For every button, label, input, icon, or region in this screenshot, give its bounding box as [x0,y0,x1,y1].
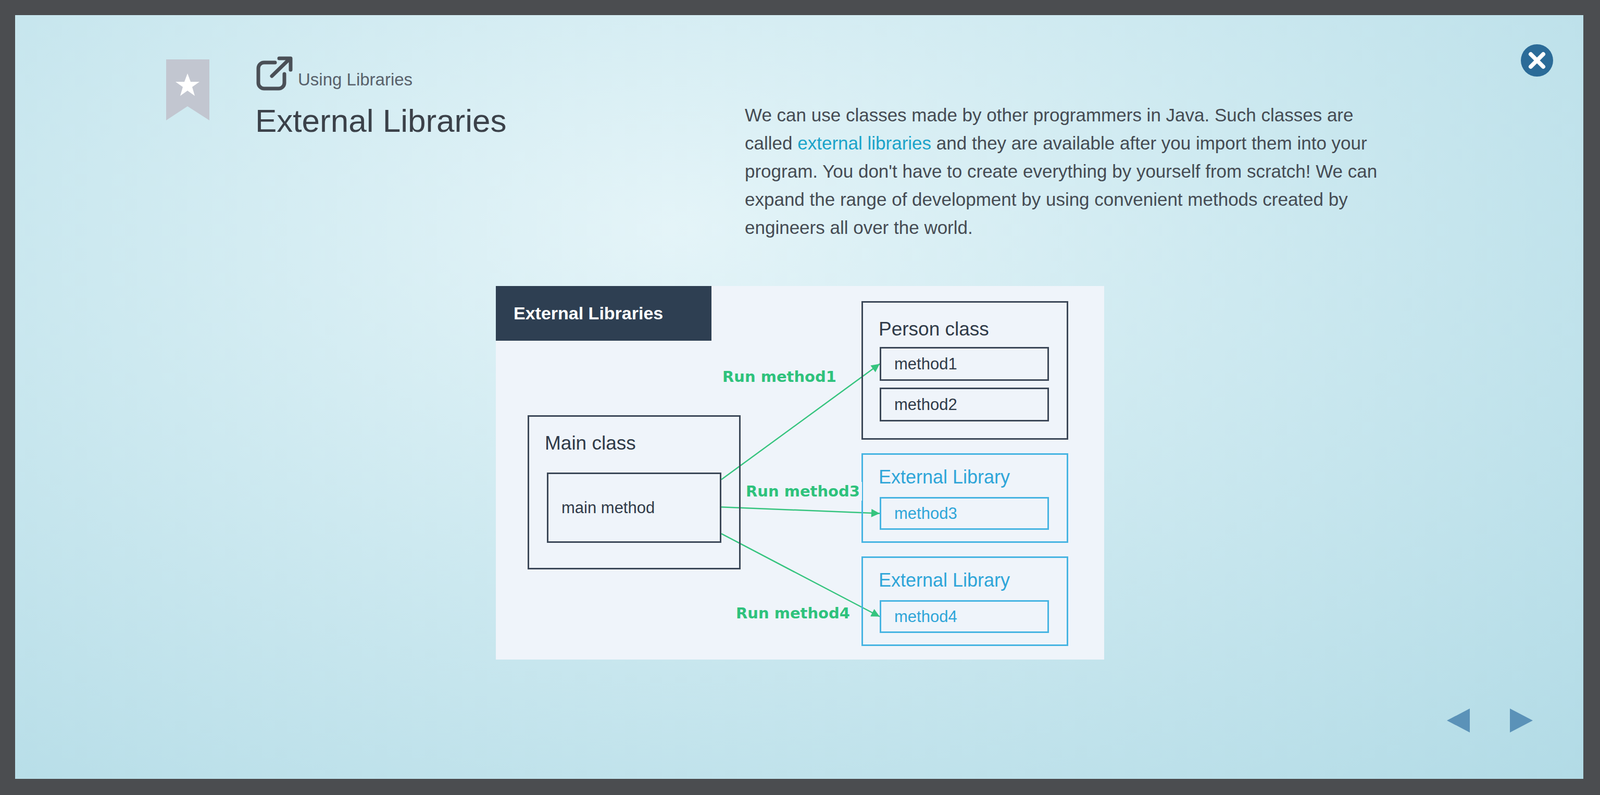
box-heading: External Library [878,466,1010,489]
box-heading: External Library [878,569,1010,592]
section-subtitle: Using Libraries [297,69,413,90]
diagram-panel: External LibrariesMain class main method P… [495,285,1105,660]
page-title: External Libraries [255,102,507,140]
box-label: method1 [894,354,958,374]
paragraph: We can use classes made by other program… [744,101,1396,242]
method-box: method4 [879,600,1049,633]
method-box: method1 [879,346,1049,381]
library-box: External Library method4 [861,556,1069,646]
box-label: main method [561,498,655,518]
link-text: external libraries [797,132,932,154]
bookmark-star [175,73,200,96]
class-box: Person class method1 method2 [861,301,1069,440]
prev-arrow [1446,708,1470,733]
box-label: method2 [894,395,958,415]
class-box: Main class main method [527,415,741,570]
edge-label: Run method4 [733,603,853,623]
edge-label: Run method1 [720,367,839,386]
box-heading: Person class [878,318,990,341]
method-box: method2 [879,387,1049,422]
box-label: External Libraries [513,303,664,324]
close-button [1520,44,1554,77]
method-box: method3 [879,496,1049,530]
header-band: External Libraries [495,285,712,341]
edge-label: Run method3 [743,481,862,501]
method-box: main method [546,472,722,543]
close-cross [1530,54,1544,67]
box-label: method3 [894,504,958,523]
call-arrow [721,506,880,514]
library-box: External Library method3 [861,453,1069,543]
box-label: method4 [894,607,958,627]
bookmark-icon [166,59,210,121]
external-link-arrow [271,58,291,77]
next-arrow [1509,708,1533,733]
box-heading: Main class [544,432,636,455]
